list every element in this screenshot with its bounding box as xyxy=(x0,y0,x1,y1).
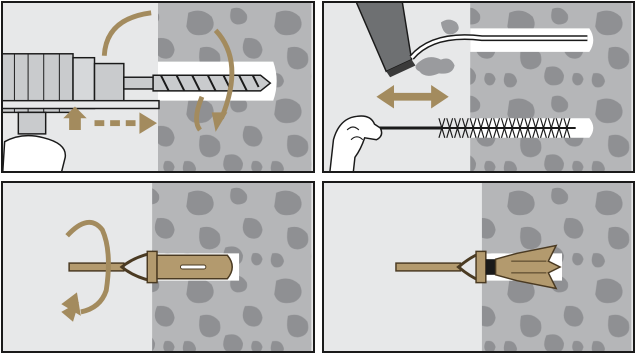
back-and-forth-arrow-icon xyxy=(376,85,449,109)
drill-illustration xyxy=(3,3,312,171)
drill-bit-icon xyxy=(123,74,272,92)
rotation-arrowhead xyxy=(211,112,228,132)
rotation-arrow-icon xyxy=(101,10,235,132)
brush-icon xyxy=(354,118,576,138)
toggle-anchor-icon xyxy=(68,250,233,284)
insert-illustration xyxy=(4,183,312,351)
step-clean-panel xyxy=(322,1,635,173)
hammer-drill-icon xyxy=(3,53,160,171)
rotation-arrowhead-lower xyxy=(61,302,79,322)
blow-pump-icon xyxy=(355,3,588,78)
toggle-anchor-icon xyxy=(395,244,562,290)
step-drill-panel xyxy=(1,1,315,173)
step-set-panel xyxy=(322,181,635,353)
rotation-arrow-icon xyxy=(65,220,111,315)
push-arrow-icon xyxy=(63,106,158,134)
concrete-wall xyxy=(470,3,632,171)
clean-illustration xyxy=(325,3,632,171)
hand-icon xyxy=(329,115,383,171)
dust-cloud-icon xyxy=(415,19,459,76)
step-insert-panel xyxy=(1,181,315,353)
set-illustration xyxy=(325,183,632,351)
